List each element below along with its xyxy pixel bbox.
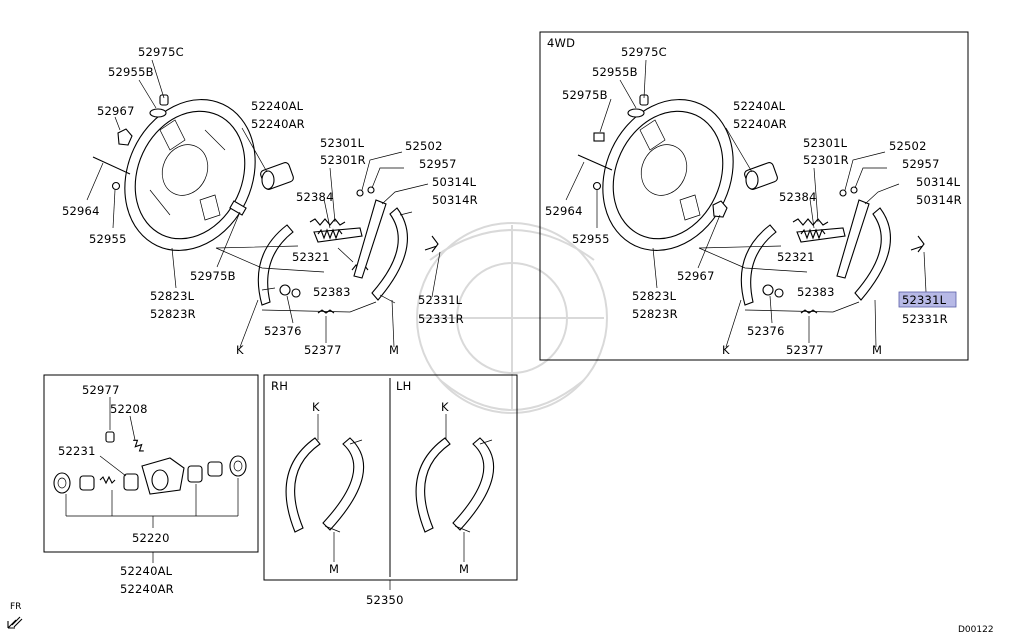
fr-arrow-icon <box>7 616 23 629</box>
backing-plate-right[interactable] <box>579 78 757 272</box>
label-52321[interactable]: 52321 <box>777 250 815 264</box>
shoe-set: RH LH K M K M 52350 <box>263 374 518 607</box>
label-52964[interactable]: 52964 <box>62 204 100 218</box>
label-50314r[interactable]: 50314R <box>432 193 478 207</box>
wheel-cylinder-left[interactable] <box>259 161 294 190</box>
left-assembly: 52975C 52955B 52967 52964 52955 52240AL … <box>62 45 478 357</box>
label-rh-k[interactable]: K <box>312 400 320 414</box>
label-52321[interactable]: 52321 <box>292 250 330 264</box>
label-52331r[interactable]: 52331R <box>902 312 948 326</box>
label-52376[interactable]: 52376 <box>747 324 785 338</box>
brake-shoe-k-right[interactable] <box>740 224 777 306</box>
parking-lever-right[interactable] <box>836 199 870 279</box>
label-52331l-highlighted[interactable]: 52331L <box>902 293 947 307</box>
right-assembly-frame <box>539 31 969 361</box>
label-52383[interactable]: 52383 <box>313 285 351 299</box>
highlight-52331l <box>898 291 957 308</box>
label-52823l[interactable]: 52823L <box>632 289 677 303</box>
label-52301r[interactable]: 52301R <box>320 153 366 167</box>
parking-lever-left[interactable] <box>353 199 387 279</box>
kit-leader-lines <box>65 397 239 563</box>
label-52377[interactable]: 52377 <box>786 343 824 357</box>
label-lh-m[interactable]: M <box>459 562 469 576</box>
label-52977[interactable]: 52977 <box>82 383 120 397</box>
shoe-pair-rh[interactable] <box>285 437 365 533</box>
label-k[interactable]: K <box>722 343 730 357</box>
label-m[interactable]: M <box>389 343 399 357</box>
leader-lines-left <box>86 59 441 348</box>
right-assembly-4wd: 4WD <box>539 31 969 361</box>
label-52955b[interactable]: 52955B <box>108 65 154 79</box>
label-52964[interactable]: 52964 <box>545 204 583 218</box>
label-rh: RH <box>271 379 288 393</box>
wheel-cylinder-kit-frame <box>43 374 259 553</box>
wheel-cylinder-kit: 52977 52208 52231 52220 52240AL 52240AR <box>43 374 259 596</box>
variant-label: 4WD <box>547 36 575 50</box>
shoe-set-frame <box>263 374 518 581</box>
label-rh-m[interactable]: M <box>329 562 339 576</box>
label-52967[interactable]: 52967 <box>677 269 715 283</box>
label-52502[interactable]: 52502 <box>405 139 443 153</box>
brake-shoe-m-right[interactable] <box>854 207 891 301</box>
label-52301l[interactable]: 52301L <box>803 136 848 150</box>
footer: FR D00122 <box>7 602 994 635</box>
label-52350[interactable]: 52350 <box>366 593 404 607</box>
labels-right: 52975C 52955B 52975B 52964 52955 52240AL… <box>545 45 962 357</box>
wheel-cylinder-exploded[interactable] <box>53 431 247 495</box>
label-52240ar[interactable]: 52240AR <box>733 117 787 131</box>
label-52502[interactable]: 52502 <box>889 139 927 153</box>
label-52823l[interactable]: 52823L <box>150 289 195 303</box>
label-k[interactable]: K <box>236 343 244 357</box>
label-52240al[interactable]: 52240AL <box>251 99 304 113</box>
label-52955[interactable]: 52955 <box>572 232 610 246</box>
label-52240al[interactable]: 52240AL <box>733 99 786 113</box>
watermark-logo <box>416 222 608 414</box>
label-52240ar[interactable]: 52240AR <box>120 582 174 596</box>
springs-left[interactable] <box>279 186 439 314</box>
label-50314l[interactable]: 50314L <box>432 175 477 189</box>
label-50314r[interactable]: 50314R <box>916 193 962 207</box>
label-52377[interactable]: 52377 <box>304 343 342 357</box>
label-52220[interactable]: 52220 <box>132 531 170 545</box>
label-52383[interactable]: 52383 <box>797 285 835 299</box>
label-52823r[interactable]: 52823R <box>150 307 196 321</box>
label-52975b[interactable]: 52975B <box>562 88 608 102</box>
wheel-cylinder-right[interactable] <box>743 161 778 190</box>
label-50314l[interactable]: 50314L <box>916 175 961 189</box>
label-lh: LH <box>396 379 411 393</box>
label-52384[interactable]: 52384 <box>296 190 334 204</box>
label-52957[interactable]: 52957 <box>419 157 457 171</box>
label-52384[interactable]: 52384 <box>779 190 817 204</box>
diagram-code: D00122 <box>958 625 994 635</box>
leader-lines-right <box>565 59 927 348</box>
label-52301r[interactable]: 52301R <box>803 153 849 167</box>
label-52231[interactable]: 52231 <box>58 444 96 458</box>
brake-shoe-m-left[interactable] <box>371 207 413 304</box>
label-m[interactable]: M <box>872 343 882 357</box>
brake-shoe-k-left[interactable] <box>257 224 294 306</box>
label-52240al[interactable]: 52240AL <box>120 564 173 578</box>
label-52208[interactable]: 52208 <box>110 402 148 416</box>
label-52975c[interactable]: 52975C <box>621 45 667 59</box>
label-52967[interactable]: 52967 <box>97 104 135 118</box>
label-52955b[interactable]: 52955B <box>592 65 638 79</box>
label-52823r[interactable]: 52823R <box>632 307 678 321</box>
shoe-pair-lh[interactable] <box>415 437 495 533</box>
label-52957[interactable]: 52957 <box>902 157 940 171</box>
backing-plate-left[interactable] <box>101 78 279 272</box>
label-lh-k[interactable]: K <box>441 400 449 414</box>
label-52240ar[interactable]: 52240AR <box>251 117 305 131</box>
label-52331r[interactable]: 52331R <box>418 312 464 326</box>
label-52331l[interactable]: 52331L <box>418 293 463 307</box>
label-52301l[interactable]: 52301L <box>320 136 365 150</box>
shoe-set-leader-lines <box>317 414 465 590</box>
label-52975c[interactable]: 52975C <box>138 45 184 59</box>
label-52376[interactable]: 52376 <box>264 324 302 338</box>
hardware-left[interactable] <box>92 94 247 216</box>
fr-label: FR <box>10 602 21 612</box>
label-52975b[interactable]: 52975B <box>190 269 236 283</box>
label-52955[interactable]: 52955 <box>89 232 127 246</box>
labels-left: 52975C 52955B 52967 52964 52955 52240AL … <box>62 45 478 357</box>
